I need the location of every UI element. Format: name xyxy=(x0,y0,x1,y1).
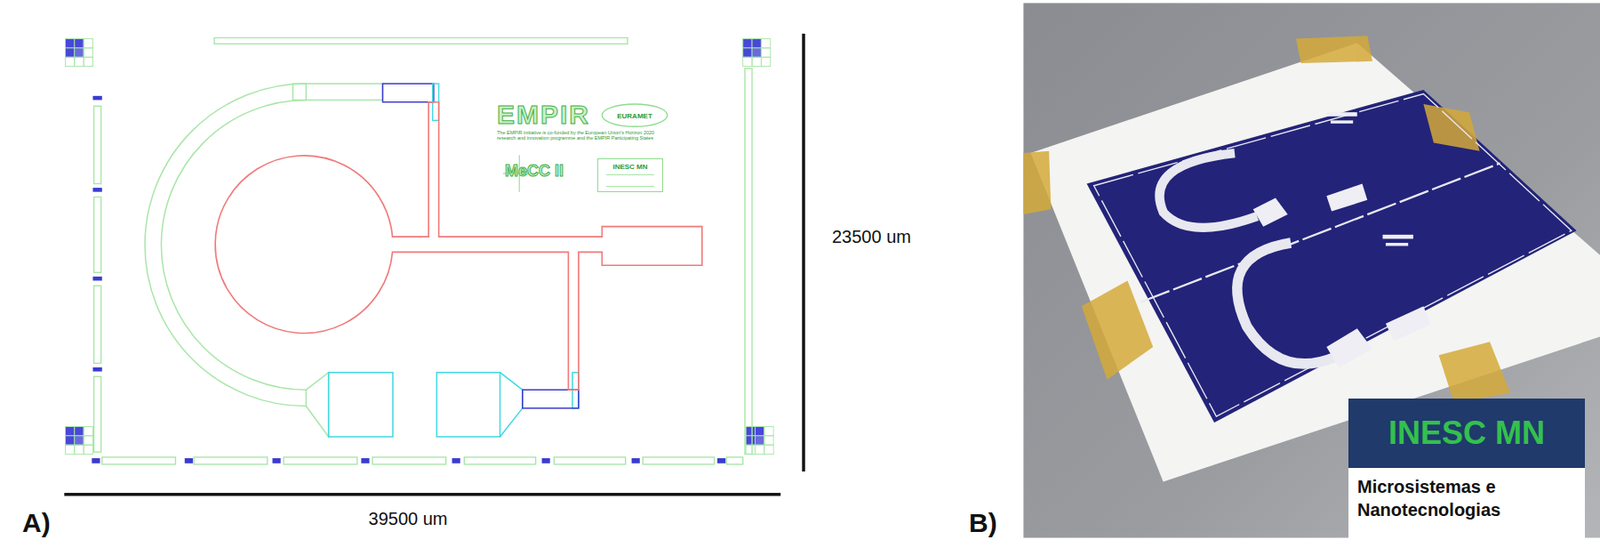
inesc-logo-panel: INESC MN Microsistemas e Nanotecnologias xyxy=(1348,398,1585,539)
euramet-logo-text: EURAMET xyxy=(616,112,653,120)
dimension-label: 39500 um xyxy=(368,508,448,529)
logo-lines xyxy=(606,174,655,187)
logo-title: INESC MN xyxy=(1388,414,1545,452)
logo-subtitle: Microsistemas e Nanotecnologias xyxy=(1357,474,1549,521)
panel-letter: B) xyxy=(968,507,998,538)
empir-logo-text: EMPIR xyxy=(496,99,591,130)
logo-text: INESC MN xyxy=(612,162,648,171)
panel-letter: A) xyxy=(22,507,51,538)
dimension-label: 23500 um xyxy=(832,226,912,248)
logo-band: INESC MN xyxy=(1348,398,1585,468)
funding-note: The EMPIR initiative is co-funded by the… xyxy=(496,129,671,142)
inesc-mask-logo: INESC MN xyxy=(597,158,664,192)
mecc-logo-text: MeCC II xyxy=(504,161,564,181)
